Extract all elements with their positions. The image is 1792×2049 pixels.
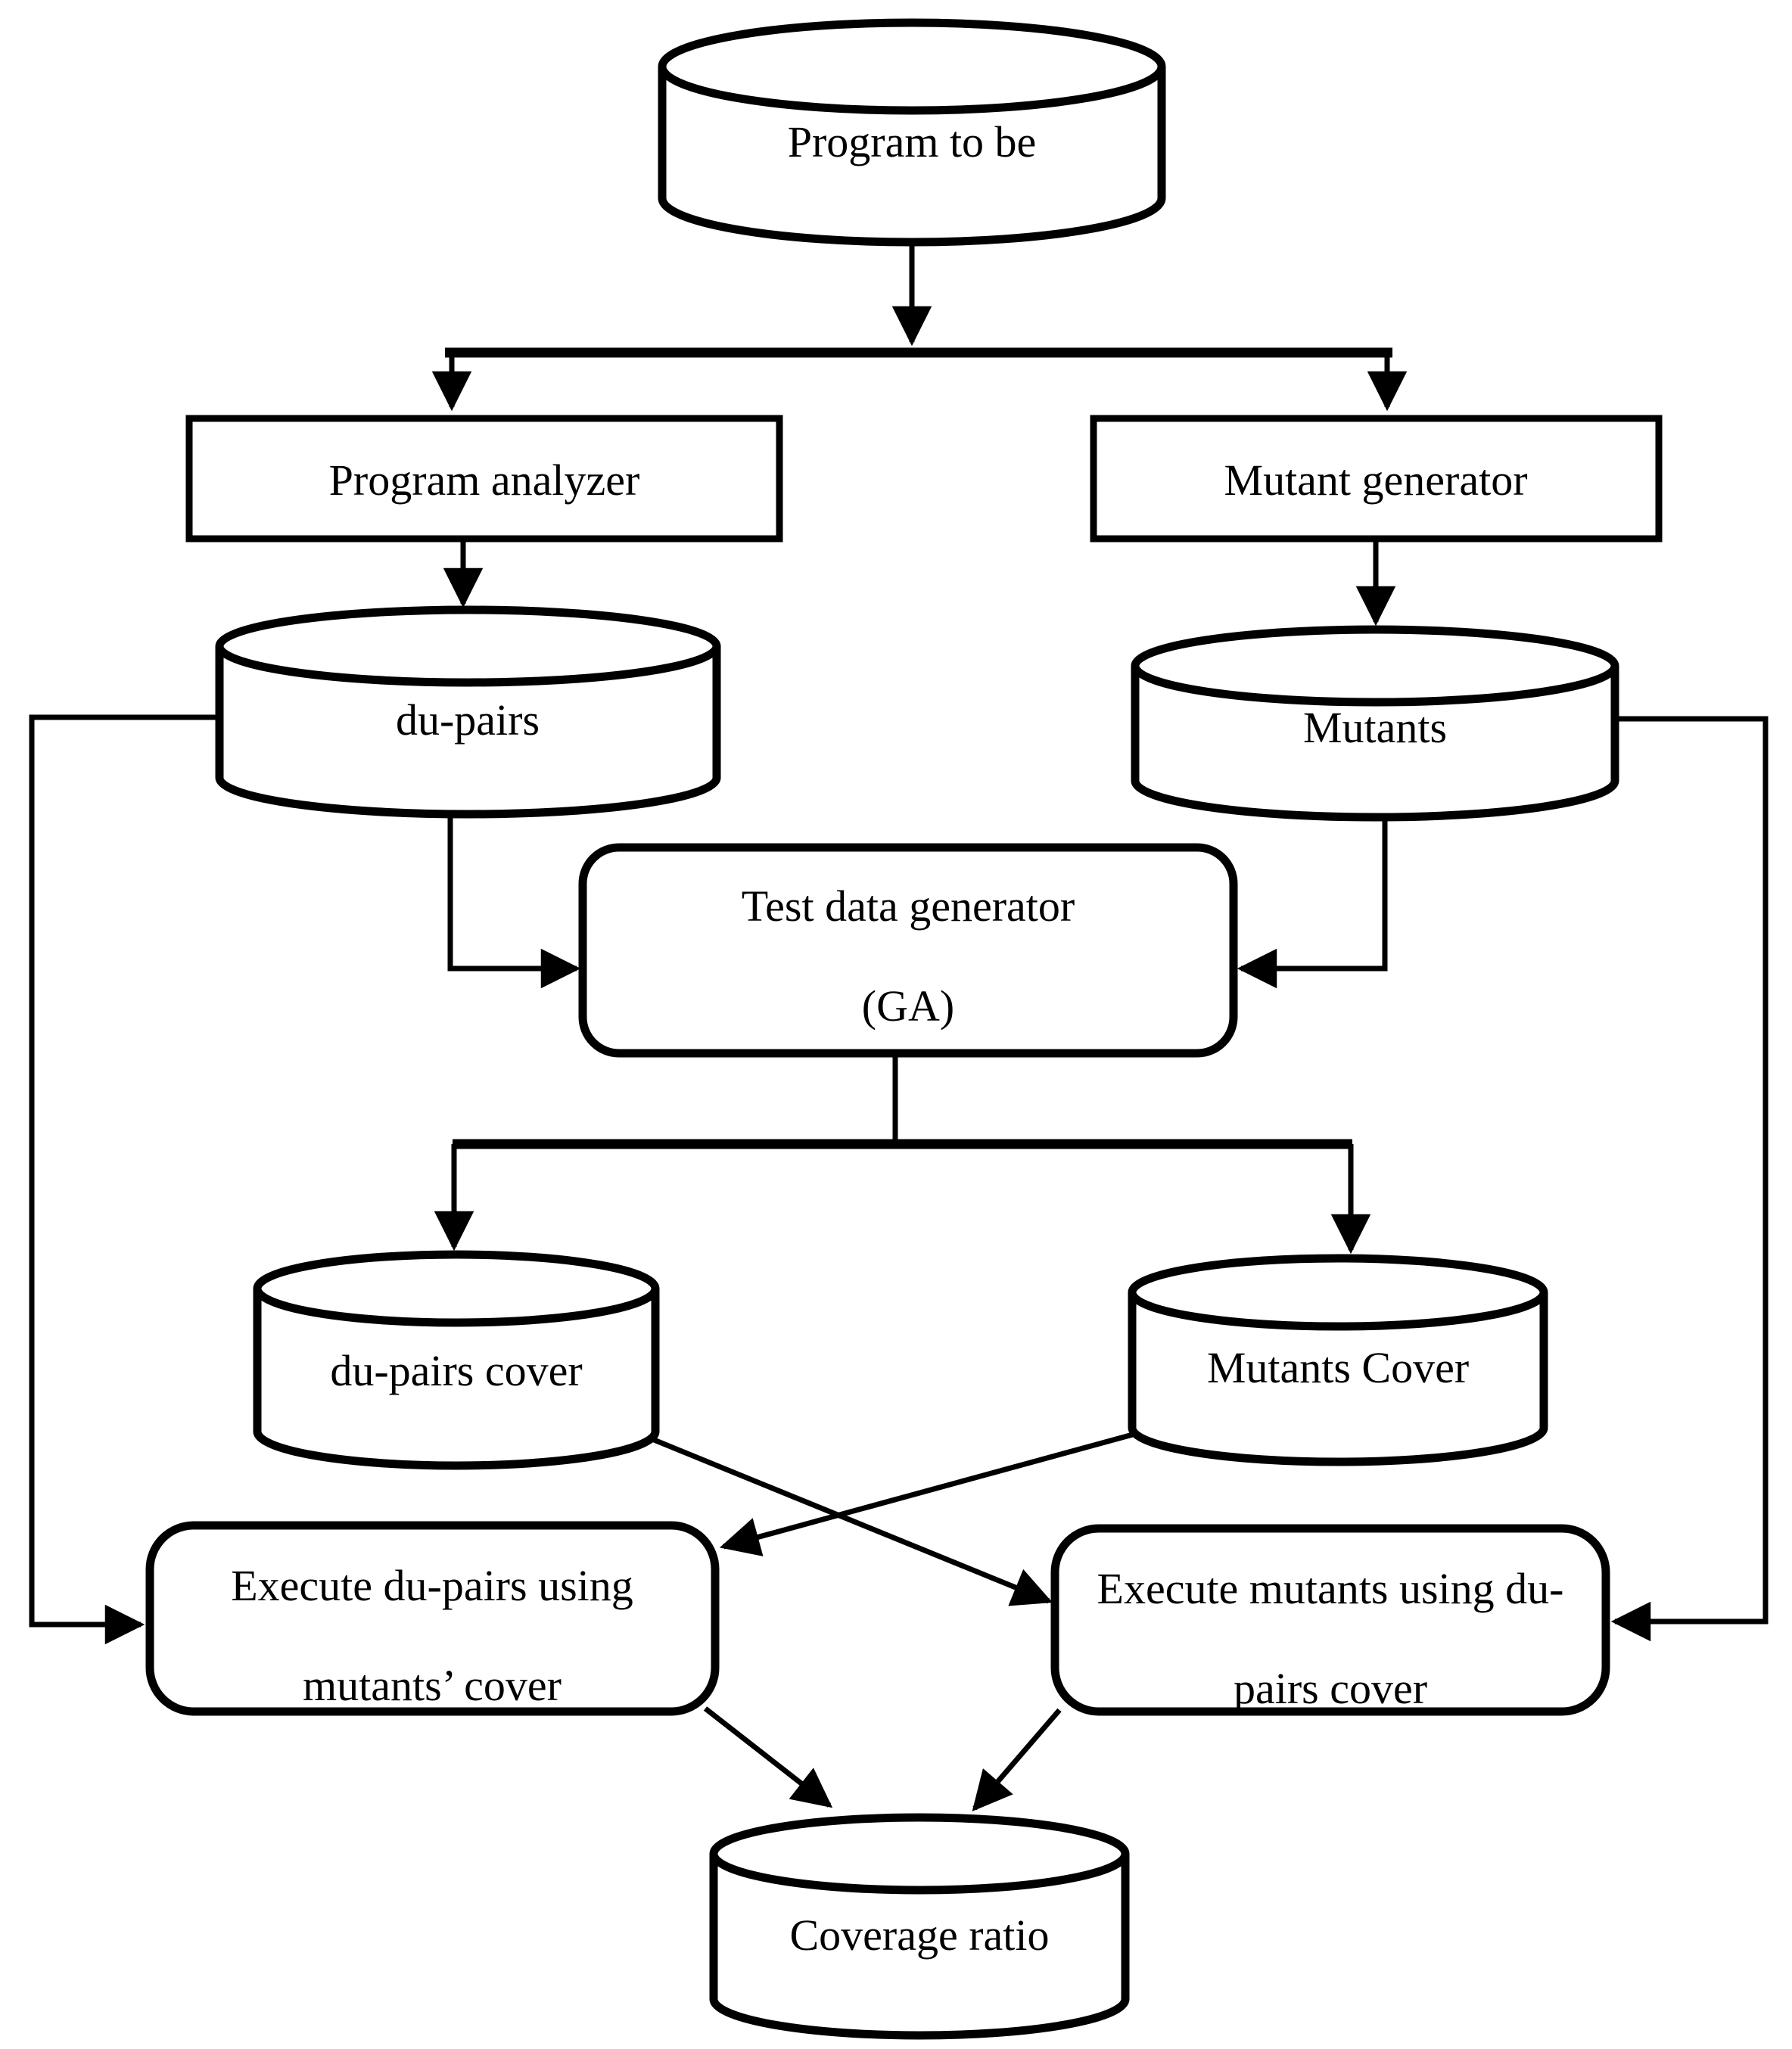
edge-execute-du-pairs-to-coverage — [703, 1706, 833, 1808]
program-to-be-shape — [658, 18, 1166, 247]
execute-mutants-label-line1: Execute mutants using du- — [1097, 1564, 1564, 1614]
edge-mutants-to-ga — [1237, 817, 1388, 989]
mutants-shape — [1131, 625, 1619, 822]
du-pairs-label: du-pairs — [395, 695, 540, 745]
edge-mutants-to-execute-mutants — [1610, 716, 1769, 1642]
program-analyzer-label: Program analyzer — [328, 456, 640, 505]
edge-execute-mutants-to-coverage — [972, 1708, 1062, 1811]
program-analyzer-shape — [185, 415, 783, 543]
test-data-generator-label-line2: (GA) — [861, 981, 955, 1031]
test-data-generator-shape — [578, 843, 1238, 1058]
mutant-generator-label: Mutant generator — [1224, 456, 1528, 505]
coverage-ratio-label: Coverage ratio — [789, 1911, 1050, 1960]
execute-mutants-shape — [1050, 1524, 1610, 1716]
mutant-generator-shape — [1090, 415, 1663, 543]
du-pairs-shape — [215, 605, 721, 819]
execute-du-pairs-label-line2: mutants’ cover — [303, 1661, 562, 1711]
mutants-label: Mutants — [1302, 703, 1448, 753]
du-pairs-cover-shape — [253, 1250, 660, 1470]
coverage-ratio-shape — [709, 1813, 1130, 2040]
edge-du-pairs-to-ga — [447, 814, 581, 989]
test-data-generator-label-line1: Test data generator — [741, 881, 1075, 931]
execute-mutants-label-line2: pairs cover — [1233, 1664, 1428, 1714]
mutants-cover-shape — [1128, 1254, 1548, 1466]
mutants-cover-label: Mutants Cover — [1206, 1343, 1470, 1393]
edge-mutants-cover-to-execute-du-pairs — [719, 1430, 1139, 1556]
execute-du-pairs-label-line1: Execute du-pairs using — [231, 1561, 633, 1611]
du-pairs-cover-label: du-pairs cover — [330, 1346, 583, 1396]
program-to-be-label: Program to be — [787, 117, 1037, 167]
execute-du-pairs-shape — [145, 1521, 720, 1716]
edge-du-pairs-to-execute-du-pairs — [29, 714, 221, 1645]
edge-du-pairs-cover-to-execute-mutants — [643, 1433, 1053, 1606]
